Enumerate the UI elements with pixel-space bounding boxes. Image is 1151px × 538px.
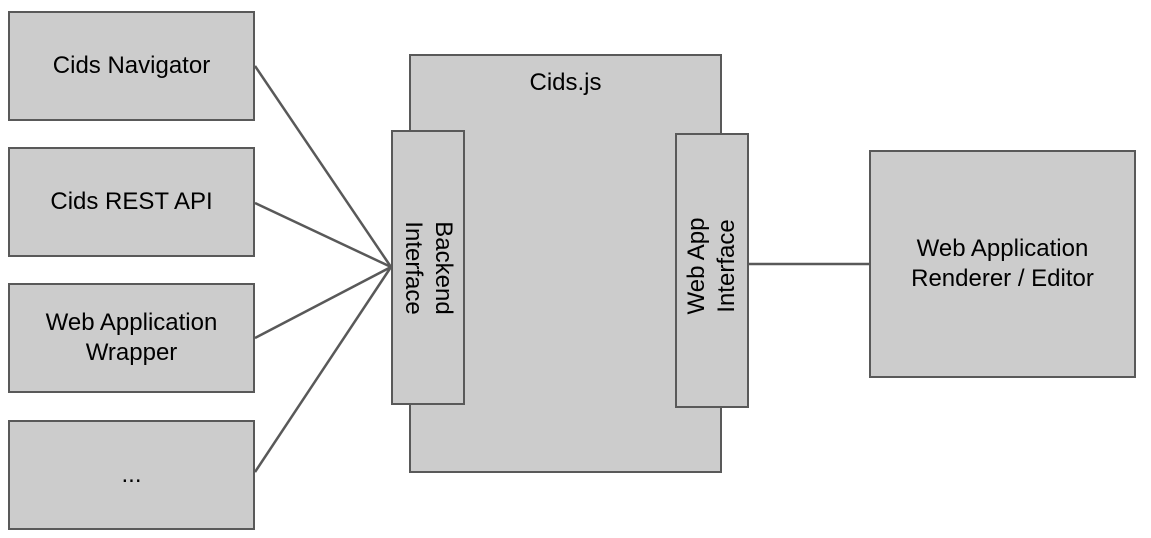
web-application-renderer-editor-label: Web Application Renderer / Editor — [911, 235, 1094, 292]
cids-js-title: Cids.js — [529, 69, 602, 96]
box-web-application-wrapper: Web Application Wrapper — [8, 283, 255, 393]
box-web-application-renderer-editor: Web Application Renderer / Editor — [869, 150, 1136, 378]
box-ellipsis-label: ... — [121, 461, 142, 488]
box-ellipsis: ... — [8, 420, 255, 530]
connector-wrapper — [254, 265, 392, 340]
box-cids-navigator-label: Cids Navigator — [52, 52, 211, 79]
box-cids-rest-api-label: Cids REST API — [50, 188, 213, 215]
backend-interface-label: Backend Interface — [400, 220, 457, 315]
connector-ellipsis — [253, 266, 393, 473]
box-web-app-interface: Web App Interface — [675, 133, 749, 408]
box-cids-navigator: Cids Navigator — [8, 11, 255, 121]
box-cids-rest-api: Cids REST API — [8, 147, 255, 257]
box-backend-interface: Backend Interface — [391, 130, 465, 405]
web-app-interface-label: Web App Interface — [683, 217, 740, 314]
connector-rest-api — [254, 201, 392, 269]
connector-navigator — [253, 65, 393, 268]
box-web-application-wrapper-label: Web Application Wrapper — [45, 309, 218, 366]
